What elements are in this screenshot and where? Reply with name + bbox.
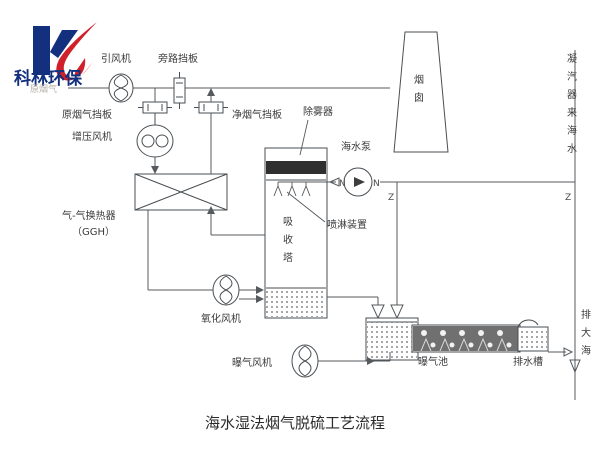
- arrow-basin-inlet-b: [390, 304, 404, 320]
- svg-text:烟: 烟: [414, 73, 424, 86]
- svg-text:海: 海: [581, 344, 591, 357]
- valve-mark-branch-a: Z: [388, 193, 394, 203]
- absorber-char-1: 吸: [283, 217, 293, 228]
- basin-water: [367, 322, 417, 359]
- drain-trough: [517, 319, 549, 352]
- svg-text:水: 水: [567, 143, 577, 155]
- logo-blue-bar: [33, 26, 50, 75]
- pump-impeller-arrow: [354, 177, 365, 187]
- svg-text:囱: 囱: [414, 91, 424, 104]
- arrow-clean-to-stack: [207, 88, 215, 96]
- svg-text:海: 海: [567, 124, 577, 137]
- svg-text:排: 排: [581, 308, 591, 321]
- company-logo: [33, 22, 97, 81]
- logo-blue-wedge: [50, 30, 78, 58]
- label-demister: 除雾器: [303, 105, 333, 118]
- label-aeration-fan: 曝气风机: [232, 356, 272, 369]
- aeration-basin: [365, 317, 419, 361]
- label-drain-trough: 排水槽: [513, 355, 543, 368]
- valve-mark-pump-inlet: N: [339, 179, 346, 189]
- svg-text:大: 大: [581, 326, 591, 339]
- arrow-oxidation-air: [256, 295, 264, 303]
- booster-fan: [136, 113, 174, 158]
- logo-red-swoosh: [56, 22, 97, 81]
- label-spray-device: 喷淋装置: [327, 218, 367, 231]
- arrow-basin-inlet-a: [371, 304, 385, 320]
- label-ggh-line1: 气-气换热器: [62, 209, 116, 222]
- absorber-slurry-zone: [266, 288, 326, 317]
- spray-nozzles: [273, 181, 318, 197]
- trough-water: [519, 331, 547, 350]
- induced-draft-fan: [108, 73, 134, 103]
- leader-spray-device: [286, 191, 326, 223]
- label-absorber-tower: 吸 收 塔: [283, 217, 293, 264]
- arrow-discharge-down: [569, 359, 581, 374]
- arrow-trough-outlet: [563, 347, 574, 357]
- diagram-title: 海水湿法烟气脱硫工艺流程: [205, 414, 385, 432]
- valve-mark-branch-b: Z: [565, 193, 571, 203]
- raw-gas-damper: [138, 101, 172, 114]
- seawater-pump: [343, 167, 373, 197]
- absorber-char-2: 收: [283, 233, 293, 246]
- bypass-damper: [173, 72, 186, 109]
- absorber-char-3: 塔: [283, 251, 293, 264]
- watermark-text: 原烟气: [30, 83, 57, 95]
- label-booster-fan: 增压风机: [72, 130, 112, 143]
- valve-mark-pump-outlet: N: [373, 179, 380, 189]
- svg-text:汽: 汽: [567, 70, 577, 83]
- logo-company-name: 科林环保: [14, 68, 83, 89]
- absorber-tower: [264, 147, 328, 319]
- arrow-booster-to-ggh: [151, 166, 159, 174]
- arrow-aeration-air: [367, 357, 375, 365]
- aeration-channel: [411, 324, 521, 353]
- clean-gas-damper: [194, 101, 228, 114]
- label-aeration-basin: 曝气池: [418, 355, 448, 368]
- label-stack: 烟 囱: [414, 73, 424, 104]
- label-bypass-damper: 旁路挡板: [158, 52, 198, 65]
- aeration-fan: [291, 344, 319, 378]
- label-clean-gas-damper: 净烟气挡板: [232, 108, 282, 121]
- arrow-spray-inlet: [328, 177, 340, 187]
- stack-chimney: [393, 31, 449, 153]
- logo-red-tail: [74, 58, 86, 77]
- label-seawater-pump: 海水泵: [341, 140, 371, 153]
- demister-packing: [266, 161, 326, 174]
- label-raw-gas-damper: 原烟气挡板: [62, 108, 112, 121]
- arrow-raw-into-absorber: [256, 286, 264, 294]
- ggh-heat-exchanger: [134, 173, 228, 211]
- label-oxidation-fan: 氧化风机: [201, 312, 241, 325]
- arrow-ggh-clean-out: [207, 206, 215, 214]
- svg-text:凝: 凝: [567, 53, 577, 65]
- label-induced-draft-fan: 引风机: [101, 52, 131, 65]
- channel-bubbles: [421, 330, 512, 348]
- label-ggh-line2: （GGH）: [72, 226, 115, 238]
- label-discharge-to-sea: 排 大 海: [581, 308, 591, 357]
- channel-fill: [413, 326, 519, 351]
- oxidation-fan: [212, 274, 240, 306]
- channel-baffles: [420, 337, 508, 352]
- svg-text:器: 器: [567, 89, 577, 101]
- svg-text:来: 来: [567, 107, 577, 119]
- leader-demister: [299, 119, 309, 156]
- label-seawater-from-condenser: 凝 汽 器 来 海 水: [567, 53, 577, 155]
